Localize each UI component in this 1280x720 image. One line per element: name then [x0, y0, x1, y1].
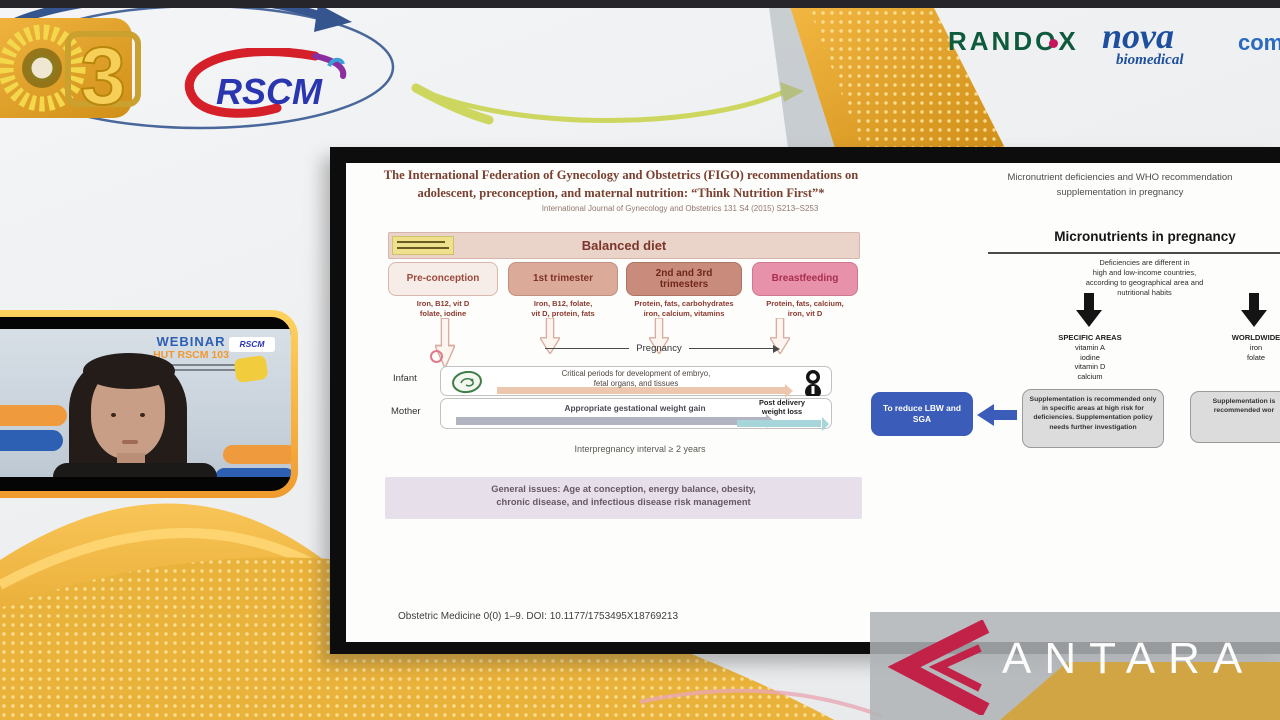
- mother-row-text: Appropriate gestational weight gain: [564, 403, 706, 413]
- rscm-logo-text: RSCM: [216, 71, 323, 112]
- nutrients-second-third: Protein, fats, carbohydrates iron, calci…: [634, 299, 734, 318]
- video-letterbox: WEBINAR HUT RSCM 103 RSCM: [0, 317, 291, 491]
- specific-areas-title: SPECIFIC AREAS: [1058, 333, 1122, 342]
- blue-pill-decoration: [0, 430, 63, 451]
- video-content: WEBINAR HUT RSCM 103 RSCM: [0, 329, 291, 477]
- orange-pill-decoration: [223, 445, 291, 464]
- top-letterbox-bar: [0, 0, 1280, 8]
- micronutrients-subheading: Micronutrients in pregnancy: [1054, 229, 1236, 244]
- partner-logo-partial: com: [1238, 30, 1280, 55]
- gold-blob-decoration: [233, 354, 269, 384]
- specific-areas-box: Supplementation is recommended only in s…: [1022, 389, 1164, 448]
- speaker-eye: [140, 413, 145, 417]
- anniversary-103-emblem-icon: 3: [0, 18, 141, 123]
- worldwide-title: WORLDWIDE: [1231, 333, 1280, 342]
- svg-text:3: 3: [80, 31, 126, 122]
- balanced-diet-header: Balanced diet: [388, 232, 860, 259]
- gold-band-dots: [806, 0, 1005, 148]
- nova-biomedical-logo-sub: biomedical: [1116, 52, 1184, 68]
- down-arrow-black-icon: [1076, 293, 1102, 327]
- left-arrow-blue-icon: [977, 404, 1017, 426]
- nutrients-breastfeeding: Protein, fats, calcium, iron, vit D: [766, 299, 844, 318]
- pregnancy-arrowhead-icon: [773, 344, 781, 353]
- interpregnancy-label: Interpregnancy interval ≥ 2 years: [574, 444, 706, 454]
- stage-second-third-trimesters: 2nd and 3rd trimesters: [626, 262, 742, 296]
- balanced-diet-label: Balanced diet: [581, 238, 667, 253]
- pregnancy-line: [688, 348, 774, 349]
- general-issues-box: General issues: Age at conception, energ…: [385, 477, 862, 519]
- banner-caption-line: [132, 364, 250, 366]
- orange-pill-decoration: [0, 405, 67, 426]
- down-arrow-black-icon: [1241, 293, 1267, 327]
- embryo-icon: [452, 371, 482, 394]
- infant-progress-arrow: [497, 387, 785, 394]
- banner-line2: HUT RSCM 103: [153, 349, 229, 361]
- female-symbol-icon: [430, 350, 443, 363]
- speaker-hair-fringe: [83, 353, 175, 389]
- randox-logo: RANDOX: [948, 26, 1079, 56]
- interpregnancy-arrowhead-icon: [780, 82, 805, 102]
- rscm-badge: RSCM: [229, 337, 275, 352]
- legend-note: [392, 236, 454, 255]
- baby-icon: [805, 370, 821, 396]
- infant-row-label: Infant: [393, 373, 417, 384]
- speaker-mouth: [122, 440, 138, 444]
- banner-caption-line: [132, 369, 250, 371]
- pregnancy-label: Pregnancy: [636, 343, 682, 354]
- nutrients-first-trimester: Iron, B12, folate, vit D, protein, fats: [531, 299, 595, 318]
- who-heading: Micronutrient deficiencies and WHO recom…: [1007, 172, 1233, 198]
- cycle-arrowhead-icon: [314, 4, 352, 32]
- subheading-underline: [988, 252, 1280, 254]
- pregnancy-line: [545, 348, 630, 349]
- outcome-box: To reduce LBW and SGA: [871, 392, 973, 436]
- post-delivery-text: Post delivery weight loss: [758, 398, 805, 416]
- nutrients-pre-conception: Iron, B12, vit D folate, iodine: [416, 299, 470, 318]
- specific-areas-items: vitamin A iodine vitamin D calcium: [1074, 343, 1106, 381]
- pink-swirl: [639, 688, 883, 718]
- antara-watermark: ANTARA: [870, 612, 1280, 720]
- banner-line1: WEBINAR: [156, 334, 226, 349]
- down-arrow-hollow-icon: [540, 318, 560, 354]
- pregnancy-axis: Pregnancy: [545, 343, 781, 354]
- blue-pill-decoration: [215, 468, 291, 477]
- stage-first-trimester: 1st trimester: [508, 262, 618, 296]
- mother-row-label: Mother: [391, 406, 421, 417]
- worldwide-box: Supplementation is recommended wor: [1190, 391, 1280, 443]
- rscm-logo: RSCM: [184, 48, 347, 118]
- post-delivery-arrow: [737, 420, 821, 427]
- virtual-background-banner: WEBINAR HUT RSCM 103: [115, 334, 267, 371]
- stage-breastfeeding: Breastfeeding: [752, 262, 858, 296]
- nova-biomedical-logo: nova: [1102, 16, 1174, 56]
- rscm-swoosh-icon: [184, 48, 320, 118]
- speaker-shoulders: [53, 463, 217, 477]
- speaker-eye: [111, 413, 116, 417]
- randox-dot-icon: [1049, 39, 1058, 48]
- speaker-video-tile[interactable]: WEBINAR HUT RSCM 103 RSCM: [0, 310, 298, 498]
- mother-progress-arrow: [456, 417, 766, 425]
- interpregnancy-arc: [411, 82, 805, 125]
- antara-wordmark: ANTARA: [1002, 634, 1256, 683]
- slide-title: The International Federation of Gynecolo…: [383, 168, 859, 200]
- infant-row-text: Critical periods for development of embr…: [561, 369, 711, 388]
- slide-footer-citation: Obstetric Medicine 0(0) 1–9. DOI: 10.117…: [398, 611, 678, 622]
- down-arrow-hollow-icon: [649, 318, 669, 354]
- worldwide-items: iron folate: [1246, 343, 1266, 362]
- antara-bird-icon: [888, 620, 990, 715]
- journal-citation: International Journal of Gynecology and …: [541, 204, 819, 213]
- deficiencies-intro: Deficiencies are different in high and l…: [1085, 258, 1204, 298]
- stage-pre-conception: Pre-conception: [388, 262, 498, 296]
